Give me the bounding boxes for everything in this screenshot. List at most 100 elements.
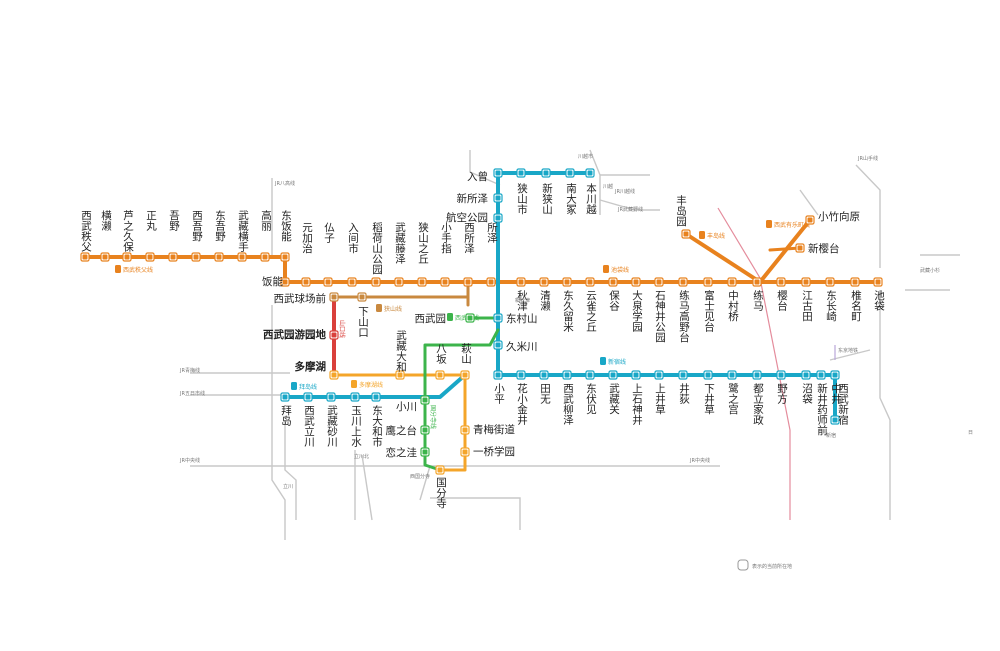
stn-ike-7-marker-fill	[239, 254, 245, 260]
stn-shin-17-marker-fill	[680, 372, 686, 378]
stn-ike-9-marker-fill	[282, 254, 288, 260]
other-line-16	[361, 454, 373, 521]
kokubunji-line	[423, 328, 500, 472]
stn-shin-20-marker-fill	[754, 372, 760, 378]
stn-shin-10-marker-fill	[518, 372, 524, 378]
other-railway-labels: 川越市川越JR川越线JR八高线JR武藏野线JR山手线JR青梅线JR五日市线JR中…	[179, 153, 940, 490]
shin-sakuradai-spur	[768, 246, 802, 252]
stn-shin-22-marker-fill	[803, 372, 809, 378]
label-ike-26: 练马高野台	[678, 289, 690, 343]
label-ike-23: 保谷	[608, 289, 620, 312]
stn-shin-2-marker-fill	[543, 170, 549, 176]
oedo-line	[717, 207, 791, 520]
label-ike-8: 高丽	[260, 209, 272, 232]
label-tachikawa: 立川	[283, 483, 293, 490]
label-shin-13: 东伏见	[585, 382, 597, 415]
stn-ike-19-marker-fill	[518, 279, 524, 285]
label-shin-4: 入曾	[467, 170, 488, 183]
stn-ike-29-marker-fill	[754, 279, 760, 285]
tag-toshima: 丰岛线	[707, 232, 725, 240]
label-ike-20: 清濑	[539, 289, 551, 312]
stn-ike-12-marker-fill	[349, 279, 355, 285]
stn-ike-31-marker-fill	[803, 279, 809, 285]
stn-shin-15-marker-fill	[633, 372, 639, 378]
other-line-10	[799, 189, 819, 216]
other-line-17	[284, 420, 297, 520]
label-tama-5: 一桥学园	[473, 445, 515, 458]
label-shin-24: 中井	[830, 382, 842, 405]
stn-sayama-0-marker-fill	[331, 294, 337, 300]
stn-ike-24-marker-fill	[633, 279, 639, 285]
label-shin-9: 小平	[493, 383, 505, 405]
stn-ike-26-marker-fill	[680, 279, 686, 285]
label-shin-6: 航空公园	[446, 211, 488, 224]
label-hanno: 饭能	[262, 275, 283, 288]
label-ike-10: 元加治	[301, 222, 313, 254]
stn-hai-2-marker-fill	[328, 394, 334, 400]
label-ike-27: 富士见台	[703, 289, 715, 333]
label-ike-33: 椎名町	[850, 289, 862, 321]
stn-tama-6-marker-fill	[437, 467, 443, 473]
stn-shin-14-marker-fill	[610, 372, 616, 378]
tag-yurakucho: 西武有乐町线	[774, 221, 810, 229]
label-ike-34: 池袋	[873, 289, 885, 311]
stn-shin-8-marker-fill	[495, 342, 501, 348]
stn-shin-7-marker-fill	[495, 315, 501, 321]
label-hai-0: 拜岛	[280, 405, 292, 427]
other-line-1	[271, 305, 286, 540]
stn-ike-30-marker-fill	[778, 279, 784, 285]
stn-seibuen-marker-fill	[467, 315, 473, 321]
label-shin-10: 花小金井	[516, 382, 528, 426]
tag-sayama: 狭山线	[384, 305, 402, 313]
label-ike-22: 云雀之丘	[585, 290, 597, 332]
tag-chichibu: 西武秩父线	[123, 266, 153, 274]
legend-transfer-box	[737, 559, 749, 571]
label-shin-17: 井荻	[678, 382, 690, 405]
label-jr-chuo-2: JR中央线	[689, 457, 710, 464]
label-ike-9: 东饭能	[280, 209, 292, 242]
stn-ike-23-marker-fill	[610, 279, 616, 285]
label-ike-25: 石神井公园	[654, 290, 666, 343]
other-line-19	[829, 349, 871, 361]
tag-chichibu-badge	[115, 265, 121, 273]
label-ike-15: 狭山之丘	[417, 221, 429, 264]
label-shin-2: 新狭山	[541, 182, 553, 214]
stn-shin-12-marker-fill	[564, 372, 570, 378]
label-hai-1: 西武立川	[303, 405, 315, 447]
label-shin-akitsu: 新秋津	[515, 297, 530, 304]
tag-haijima: 拜岛线	[299, 383, 317, 391]
tag-ikebukuro-badge	[603, 265, 609, 273]
label-shin-0: 本川越	[585, 182, 597, 215]
stn-koku-0-marker-fill	[422, 397, 428, 403]
other-line-4	[599, 199, 660, 211]
stn-seibu-shinjuku-marker-fill	[832, 417, 838, 423]
stn-ike-3-marker-fill	[147, 254, 153, 260]
stn-hai-0-marker-fill	[282, 394, 288, 400]
stn-shin-0-marker-fill	[587, 170, 593, 176]
label-tama-3: 萩山	[460, 343, 472, 364]
stn-shin-5-marker-fill	[495, 195, 501, 201]
tag-shinjuku-badge	[600, 357, 606, 365]
label-ike-32: 东长崎	[825, 289, 837, 321]
stn-ike-8-marker-fill	[262, 254, 268, 260]
label-shin-18: 下井草	[703, 383, 715, 415]
label-shin-11: 田无	[539, 383, 551, 405]
sayama-line	[332, 283, 470, 299]
label-kawagoe: 川越	[603, 183, 613, 190]
stn-ike-1-marker-fill	[102, 254, 108, 260]
station-markers	[80, 168, 883, 475]
stn-yamaguchi-marker-fill	[331, 332, 337, 338]
stn-shin-23-marker-fill	[818, 372, 824, 378]
stn-ike-4-marker-fill	[170, 254, 176, 260]
label-ike-2: 芦之久保	[122, 210, 134, 253]
label-ike-28: 中村桥	[727, 289, 739, 322]
stn-ike-20-marker-fill	[541, 279, 547, 285]
stn-shin-6-marker-fill	[495, 215, 501, 221]
stn-ike-33-marker-fill	[852, 279, 858, 285]
other-line-6	[855, 164, 881, 268]
label-ike-13: 稻荷山公园	[371, 222, 383, 275]
label-ike-4: 吾野	[168, 210, 180, 231]
yurakucho-line	[758, 218, 812, 284]
tag-kokubunji: 国分寺线	[429, 405, 437, 429]
label-shin-8: 久米川	[506, 340, 538, 353]
